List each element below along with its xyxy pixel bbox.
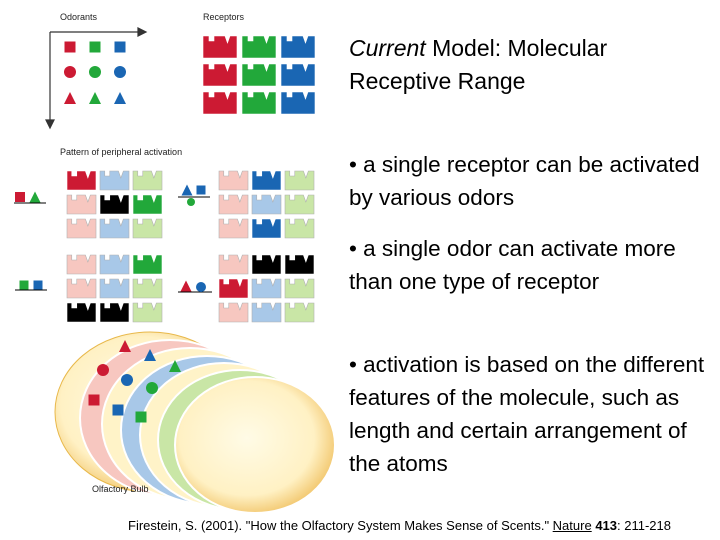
receptor bbox=[100, 171, 129, 190]
receptor bbox=[242, 64, 276, 86]
odorant-grid bbox=[64, 42, 126, 105]
odor-square bbox=[89, 395, 100, 406]
slide-title: Current Model: Molecular Receptive Range bbox=[349, 32, 709, 98]
receptor bbox=[219, 255, 248, 274]
citation-pages: : 211-218 bbox=[617, 518, 671, 533]
odor-square bbox=[15, 192, 25, 202]
odor-square bbox=[197, 186, 206, 195]
receptor-grid bbox=[203, 36, 315, 114]
pattern-label: Pattern of peripheral activation bbox=[60, 147, 182, 157]
receptors-label: Receptors bbox=[203, 12, 244, 22]
receptor bbox=[252, 171, 281, 190]
odor-square bbox=[34, 281, 43, 290]
receptor bbox=[252, 255, 281, 274]
receptor bbox=[285, 195, 314, 214]
receptor bbox=[285, 303, 314, 322]
receptor bbox=[100, 303, 129, 322]
receptor bbox=[67, 171, 96, 190]
odor-triangle bbox=[181, 281, 192, 292]
odor-circle bbox=[64, 66, 76, 78]
receptor bbox=[67, 219, 96, 238]
receptor bbox=[219, 171, 248, 190]
odor-square bbox=[136, 412, 147, 423]
odor-square bbox=[20, 281, 29, 290]
odor-triangle bbox=[30, 192, 41, 203]
odor-triangle bbox=[114, 92, 126, 104]
receptor bbox=[203, 36, 237, 58]
receptor bbox=[100, 279, 129, 298]
receptor bbox=[285, 279, 314, 298]
citation-volume: 413 bbox=[595, 518, 617, 533]
odor-triangle bbox=[64, 92, 76, 104]
odor-circle bbox=[146, 382, 158, 394]
receptor bbox=[67, 303, 96, 322]
receptor bbox=[133, 195, 162, 214]
receptor bbox=[100, 195, 129, 214]
bullet-1: • a single receptor can be activated by … bbox=[349, 148, 714, 214]
receptor bbox=[285, 255, 314, 274]
odor-triangle bbox=[89, 92, 101, 104]
receptor bbox=[219, 279, 248, 298]
bullet-3: • activation is based on the different f… bbox=[349, 348, 714, 480]
receptor bbox=[133, 279, 162, 298]
receptor bbox=[67, 255, 96, 274]
receptor bbox=[219, 195, 248, 214]
receptor bbox=[219, 303, 248, 322]
receptor bbox=[219, 219, 248, 238]
receptor bbox=[203, 92, 237, 114]
receptor bbox=[281, 64, 315, 86]
odor-circle bbox=[196, 282, 206, 292]
odor-circle bbox=[114, 66, 126, 78]
odor-circle bbox=[89, 66, 101, 78]
odor-circle bbox=[121, 374, 133, 386]
receptor bbox=[242, 36, 276, 58]
receptor bbox=[133, 171, 162, 190]
citation: Firestein, S. (2001). "How the Olfactory… bbox=[128, 518, 671, 533]
receptor bbox=[203, 64, 237, 86]
bulb-label: Olfactory Bulb bbox=[92, 484, 149, 494]
receptor bbox=[285, 219, 314, 238]
odorants-label: Odorants bbox=[60, 12, 97, 22]
odor-triangle bbox=[182, 185, 193, 196]
odor-circle bbox=[187, 198, 195, 206]
odor-square bbox=[115, 42, 126, 53]
odor-circle bbox=[97, 364, 109, 376]
receptor bbox=[252, 195, 281, 214]
receptor bbox=[133, 255, 162, 274]
odor-square bbox=[90, 42, 101, 53]
receptor bbox=[252, 279, 281, 298]
receptor bbox=[133, 303, 162, 322]
receptor bbox=[281, 92, 315, 114]
receptor bbox=[100, 219, 129, 238]
receptor bbox=[133, 219, 162, 238]
receptor bbox=[67, 279, 96, 298]
receptor bbox=[285, 171, 314, 190]
citation-prefix: Firestein, S. (2001). "How the Olfactory… bbox=[128, 518, 553, 533]
odor-square bbox=[65, 42, 76, 53]
receptor bbox=[252, 219, 281, 238]
receptor bbox=[252, 303, 281, 322]
odor-square bbox=[113, 405, 124, 416]
bullet-2: • a single odor can activate more than o… bbox=[349, 232, 714, 298]
receptor bbox=[242, 92, 276, 114]
receptor bbox=[281, 36, 315, 58]
receptor bbox=[67, 195, 96, 214]
receptor bbox=[100, 255, 129, 274]
title-italic: Current bbox=[349, 35, 426, 61]
citation-journal: Nature bbox=[553, 518, 592, 533]
